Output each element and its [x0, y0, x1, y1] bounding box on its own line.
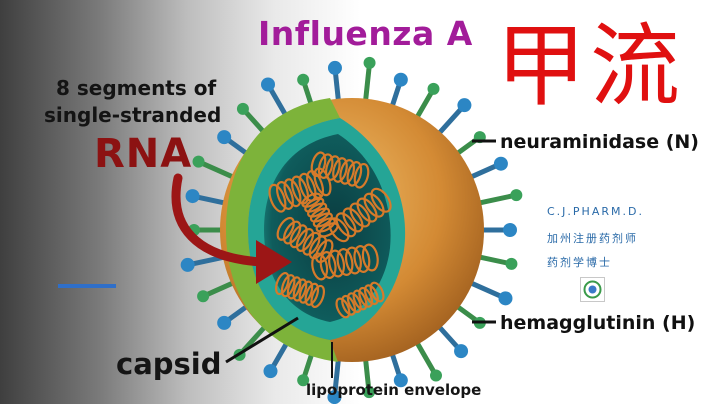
credit-line-3: 药剂学博士 — [547, 256, 612, 269]
segments-label-line1: 8 segments of — [56, 76, 217, 100]
spike — [217, 303, 250, 330]
surface-spikes — [180, 56, 523, 404]
rna-coil — [276, 216, 334, 264]
spike — [454, 303, 486, 329]
spike — [480, 223, 517, 237]
spike — [454, 131, 486, 157]
rna-label: RNA — [94, 131, 193, 177]
rna-pointer-arrowhead — [256, 240, 292, 284]
spike — [261, 77, 291, 121]
spike — [263, 339, 291, 379]
rna-segments — [268, 151, 392, 319]
spike — [217, 130, 250, 157]
spike — [197, 279, 237, 303]
spike — [185, 189, 228, 206]
rna-coil — [268, 167, 332, 213]
spike — [327, 60, 342, 103]
credit-line-1: C.J.PHARM.D. — [547, 205, 644, 218]
lipoprotein-envelope-label: lipoprotein envelope — [306, 381, 482, 399]
spike — [362, 56, 376, 103]
spike — [192, 155, 237, 181]
rna-coil — [274, 271, 326, 309]
capsid-label: capsid — [116, 347, 222, 381]
spike — [327, 357, 342, 404]
spike — [476, 254, 518, 270]
spike — [435, 323, 469, 359]
spike — [467, 279, 513, 306]
blue-underline-mark — [58, 284, 116, 288]
spike — [362, 357, 376, 399]
spike — [413, 339, 442, 382]
spike — [389, 350, 408, 388]
chinese-title: 甲流 — [496, 14, 684, 119]
segments-label-line2: single-stranded — [44, 103, 222, 127]
rna-coil — [311, 243, 379, 281]
capsid-leader-line — [225, 316, 299, 364]
rna-pointer-arrow — [171, 173, 267, 267]
spike — [236, 102, 269, 137]
neuraminidase-label: neuraminidase (N) — [500, 131, 699, 153]
diagram-title: Influenza A — [258, 14, 473, 53]
hemagglutinin-label: hemagglutinin (H) — [500, 312, 696, 334]
rna-coil — [310, 151, 370, 189]
pharmacy-logo-icon — [580, 277, 605, 302]
spike — [435, 98, 472, 137]
envelope-cut-edge — [226, 98, 340, 362]
spike — [389, 72, 408, 110]
rna-coil — [335, 281, 385, 319]
spike — [413, 82, 440, 121]
spike — [467, 156, 508, 181]
spike — [180, 254, 228, 272]
spike — [297, 350, 315, 387]
spike — [476, 189, 523, 206]
rna-coil — [301, 192, 339, 238]
credit-line-2: 加州注册药剂师 — [547, 232, 638, 245]
